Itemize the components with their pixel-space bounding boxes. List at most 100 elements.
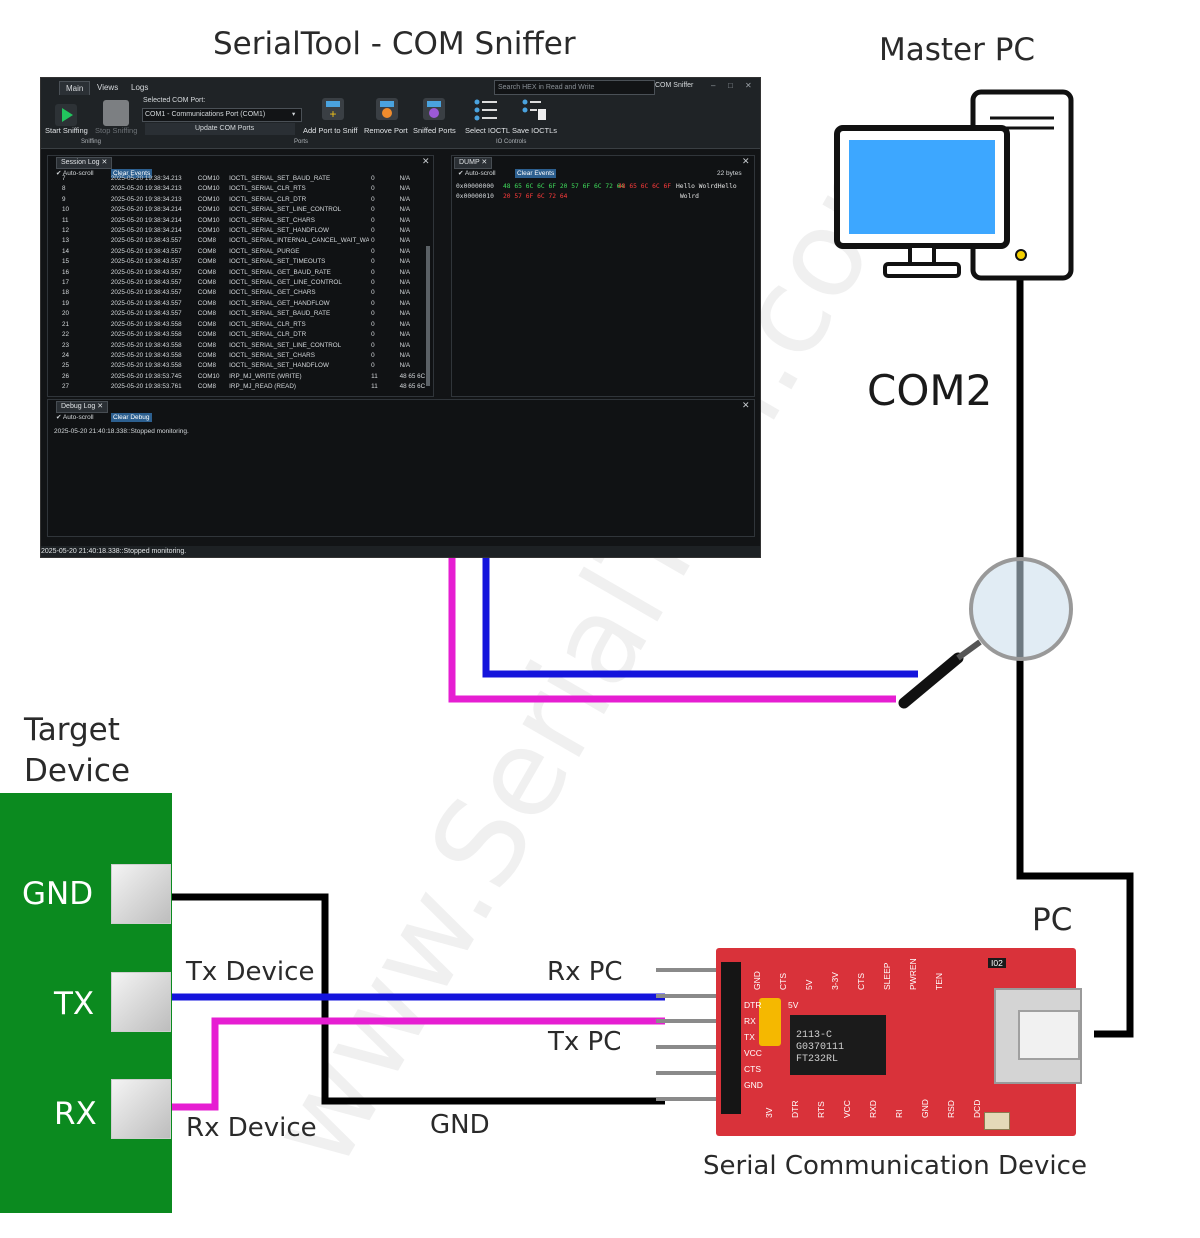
table-cell: IRP_MJ_WRITE (WRITE) — [229, 372, 302, 380]
jumper[interactable] — [759, 998, 781, 1046]
table-cell: 16 — [62, 268, 70, 276]
remove-port-icon[interactable] — [376, 98, 398, 120]
session-log-title: Session Log — [61, 159, 100, 166]
save-ioctls-button[interactable]: Save IOCTLs — [512, 126, 558, 135]
dump-panel: DUMP ✕ ✕ ✔ Auto-scroll Clear Events 22 b… — [451, 155, 755, 397]
table-cell: COM10 — [197, 185, 220, 193]
close-icon[interactable]: ✕ — [742, 400, 750, 410]
table-cell: N/A — [399, 185, 411, 193]
window-title: COM Sniffer — [655, 82, 694, 89]
rx-device-label: Rx Device — [186, 1113, 317, 1143]
table-cell: IOCTL_SERIAL_CLR_DTR — [229, 195, 307, 203]
add-port-icon[interactable]: + — [322, 98, 344, 121]
table-cell: 2025-05-20 19:38:43.557 — [110, 279, 182, 287]
auto-scroll-checkbox[interactable]: ✔ Auto-scroll — [56, 414, 94, 421]
table-cell: IOCTL_SERIAL_GET_BAUD_RATE — [229, 268, 331, 276]
tab-debug-log[interactable]: Debug Log ✕ — [56, 401, 109, 413]
chip-line-2: G0370111 — [796, 1042, 845, 1053]
scrollbar[interactable] — [426, 246, 430, 386]
clear-events-button[interactable]: Clear Events — [111, 169, 153, 178]
table-cell: 11 — [62, 216, 69, 224]
com-port-select[interactable]: COM1 - Communications Port (COM1) — [142, 108, 302, 122]
table-cell: 2025-05-20 19:38:43.557 — [110, 237, 182, 245]
table-cell: COM8 — [197, 351, 216, 359]
debug-log-line: 2025-05-20 21:40:18.338::Stopped monitor… — [54, 428, 189, 435]
maximize-icon[interactable]: □ — [728, 81, 733, 90]
table-cell: N/A — [399, 289, 411, 297]
select-ioctl-icon[interactable] — [473, 97, 497, 121]
add-port-button[interactable]: Add Port to Sniff — [303, 126, 358, 135]
table-cell: 18 — [62, 289, 70, 297]
table-cell: IOCTL_SERIAL_SET_BAUD_RATE — [229, 175, 331, 182]
stop-icon — [103, 100, 129, 126]
chevron-down-icon[interactable]: ▾ — [292, 111, 296, 118]
table-cell: N/A — [399, 195, 411, 203]
serialtool-window: Main Views Logs Search HEX in Read and W… — [40, 77, 761, 558]
table-cell: 0 — [371, 331, 375, 339]
minimize-icon[interactable]: – — [711, 81, 716, 90]
gnd-pin-label: GND — [22, 876, 94, 912]
dump-ascii: Wolrd — [680, 193, 699, 200]
table-cell: 0 — [371, 289, 375, 297]
board-pin-label: RI — [894, 1109, 904, 1119]
tab-session-log[interactable]: Session Log ✕ — [56, 157, 113, 169]
table-cell: IOCTL_SERIAL_SET_LINE_CONTROL — [229, 341, 342, 349]
target-device-line1: Target — [24, 712, 120, 748]
clear-debug-button[interactable]: Clear Debug — [111, 413, 152, 422]
tab-dump[interactable]: DUMP ✕ — [454, 157, 493, 169]
table-cell: COM8 — [197, 247, 216, 255]
table-cell: 25 — [62, 362, 70, 370]
close-icon[interactable]: ✕ — [422, 156, 430, 166]
select-ioctl-button[interactable]: Select IOCTL — [465, 126, 511, 135]
close-icon[interactable]: ✕ — [745, 81, 752, 90]
save-ioctls-icon[interactable] — [521, 97, 546, 120]
sniffed-ports-icon[interactable] — [423, 98, 445, 120]
auto-scroll-checkbox[interactable]: ✔ Auto-scroll — [458, 170, 496, 177]
update-com-ports-button[interactable]: Update COM Ports — [145, 123, 295, 135]
table-cell: IOCTL_SERIAL_GET_LINE_CONTROL — [229, 279, 342, 287]
remove-port-button[interactable]: Remove Port — [364, 126, 408, 135]
table-cell: 2025-05-20 19:38:43.557 — [110, 258, 182, 266]
table-cell: COM10 — [197, 216, 220, 224]
table-cell: 0 — [371, 341, 375, 349]
board-pin-label: RXD — [868, 1100, 878, 1118]
sniff-wire-rx — [448, 555, 896, 703]
stop-sniffing-button[interactable]: Stop Sniffing — [95, 126, 138, 135]
board-pin-label: 3V — [764, 1107, 774, 1118]
close-icon[interactable]: ✕ — [742, 156, 750, 166]
table-cell: COM8 — [197, 331, 216, 339]
play-icon[interactable] — [55, 104, 77, 126]
table-cell: IOCTL_SERIAL_CLR_RTS — [229, 320, 306, 328]
tab-views[interactable]: Views — [97, 83, 119, 92]
table-cell: N/A — [399, 351, 411, 359]
board-pin-label: PWREN — [908, 958, 918, 990]
start-sniffing-button[interactable]: Start Sniffing — [45, 126, 88, 135]
search-input[interactable]: Search HEX in Read and Write — [494, 80, 655, 95]
tab-logs[interactable]: Logs — [131, 83, 149, 92]
tab-main[interactable]: Main — [59, 81, 91, 95]
clear-events-button[interactable]: Clear Events — [515, 169, 557, 178]
auto-scroll-checkbox[interactable]: ✔ Auto-scroll — [56, 170, 94, 177]
sniffed-ports-button[interactable]: Sniffed Ports — [413, 126, 456, 135]
